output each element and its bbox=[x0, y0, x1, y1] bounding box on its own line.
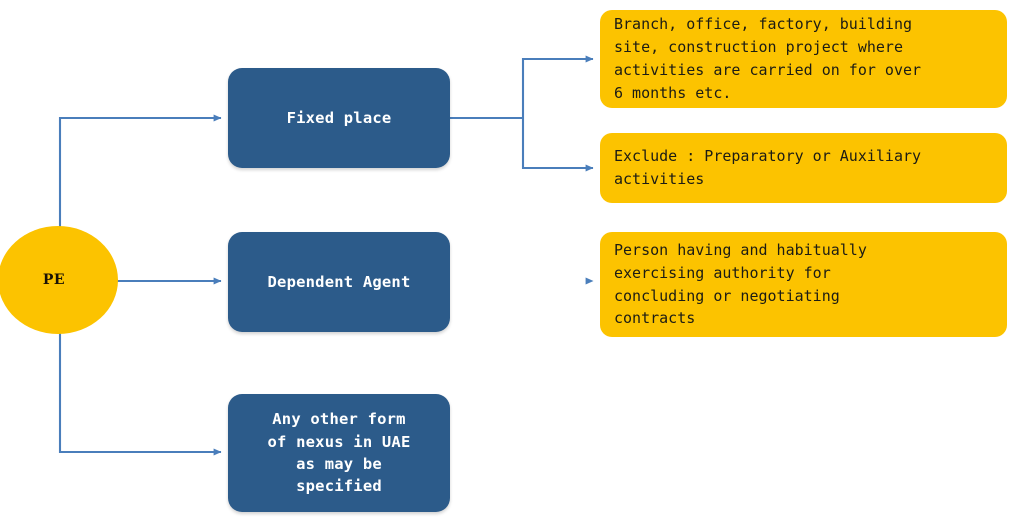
connector-fixed-place-to-detail bbox=[521, 55, 594, 118]
node-fixed-place-exclusion[interactable]: Exclude : Preparatory or Auxiliary activ… bbox=[600, 133, 1007, 203]
connector-fixed-place-to-exclude bbox=[521, 118, 594, 172]
node-dependent-agent-detail[interactable]: Person having and habitually exercising … bbox=[600, 232, 1007, 337]
node-dependent-agent-label: Dependent Agent bbox=[267, 272, 411, 291]
node-other-nexus[interactable]: Any other form of nexus in UAE as may be… bbox=[228, 394, 450, 512]
node-pe-label: PE bbox=[42, 272, 66, 288]
node-other-nexus-label: Any other form of nexus in UAE as may be… bbox=[267, 410, 411, 496]
node-pe-root[interactable]: PE bbox=[0, 226, 118, 334]
node-dependent-agent-detail-label: Person having and habitually exercising … bbox=[614, 240, 867, 328]
node-fixed-place-label: Fixed place bbox=[286, 108, 392, 127]
node-fixed-place-detail[interactable]: Branch, office, factory, building site, … bbox=[600, 10, 1007, 108]
node-fixed-place-detail-label: Branch, office, factory, building site, … bbox=[614, 15, 922, 102]
node-fixed-place-exclusion-label: Exclude : Preparatory or Auxiliary activ… bbox=[614, 147, 922, 188]
node-dependent-agent[interactable]: Dependent Agent bbox=[228, 232, 450, 332]
node-fixed-place[interactable]: Fixed place bbox=[228, 68, 450, 168]
